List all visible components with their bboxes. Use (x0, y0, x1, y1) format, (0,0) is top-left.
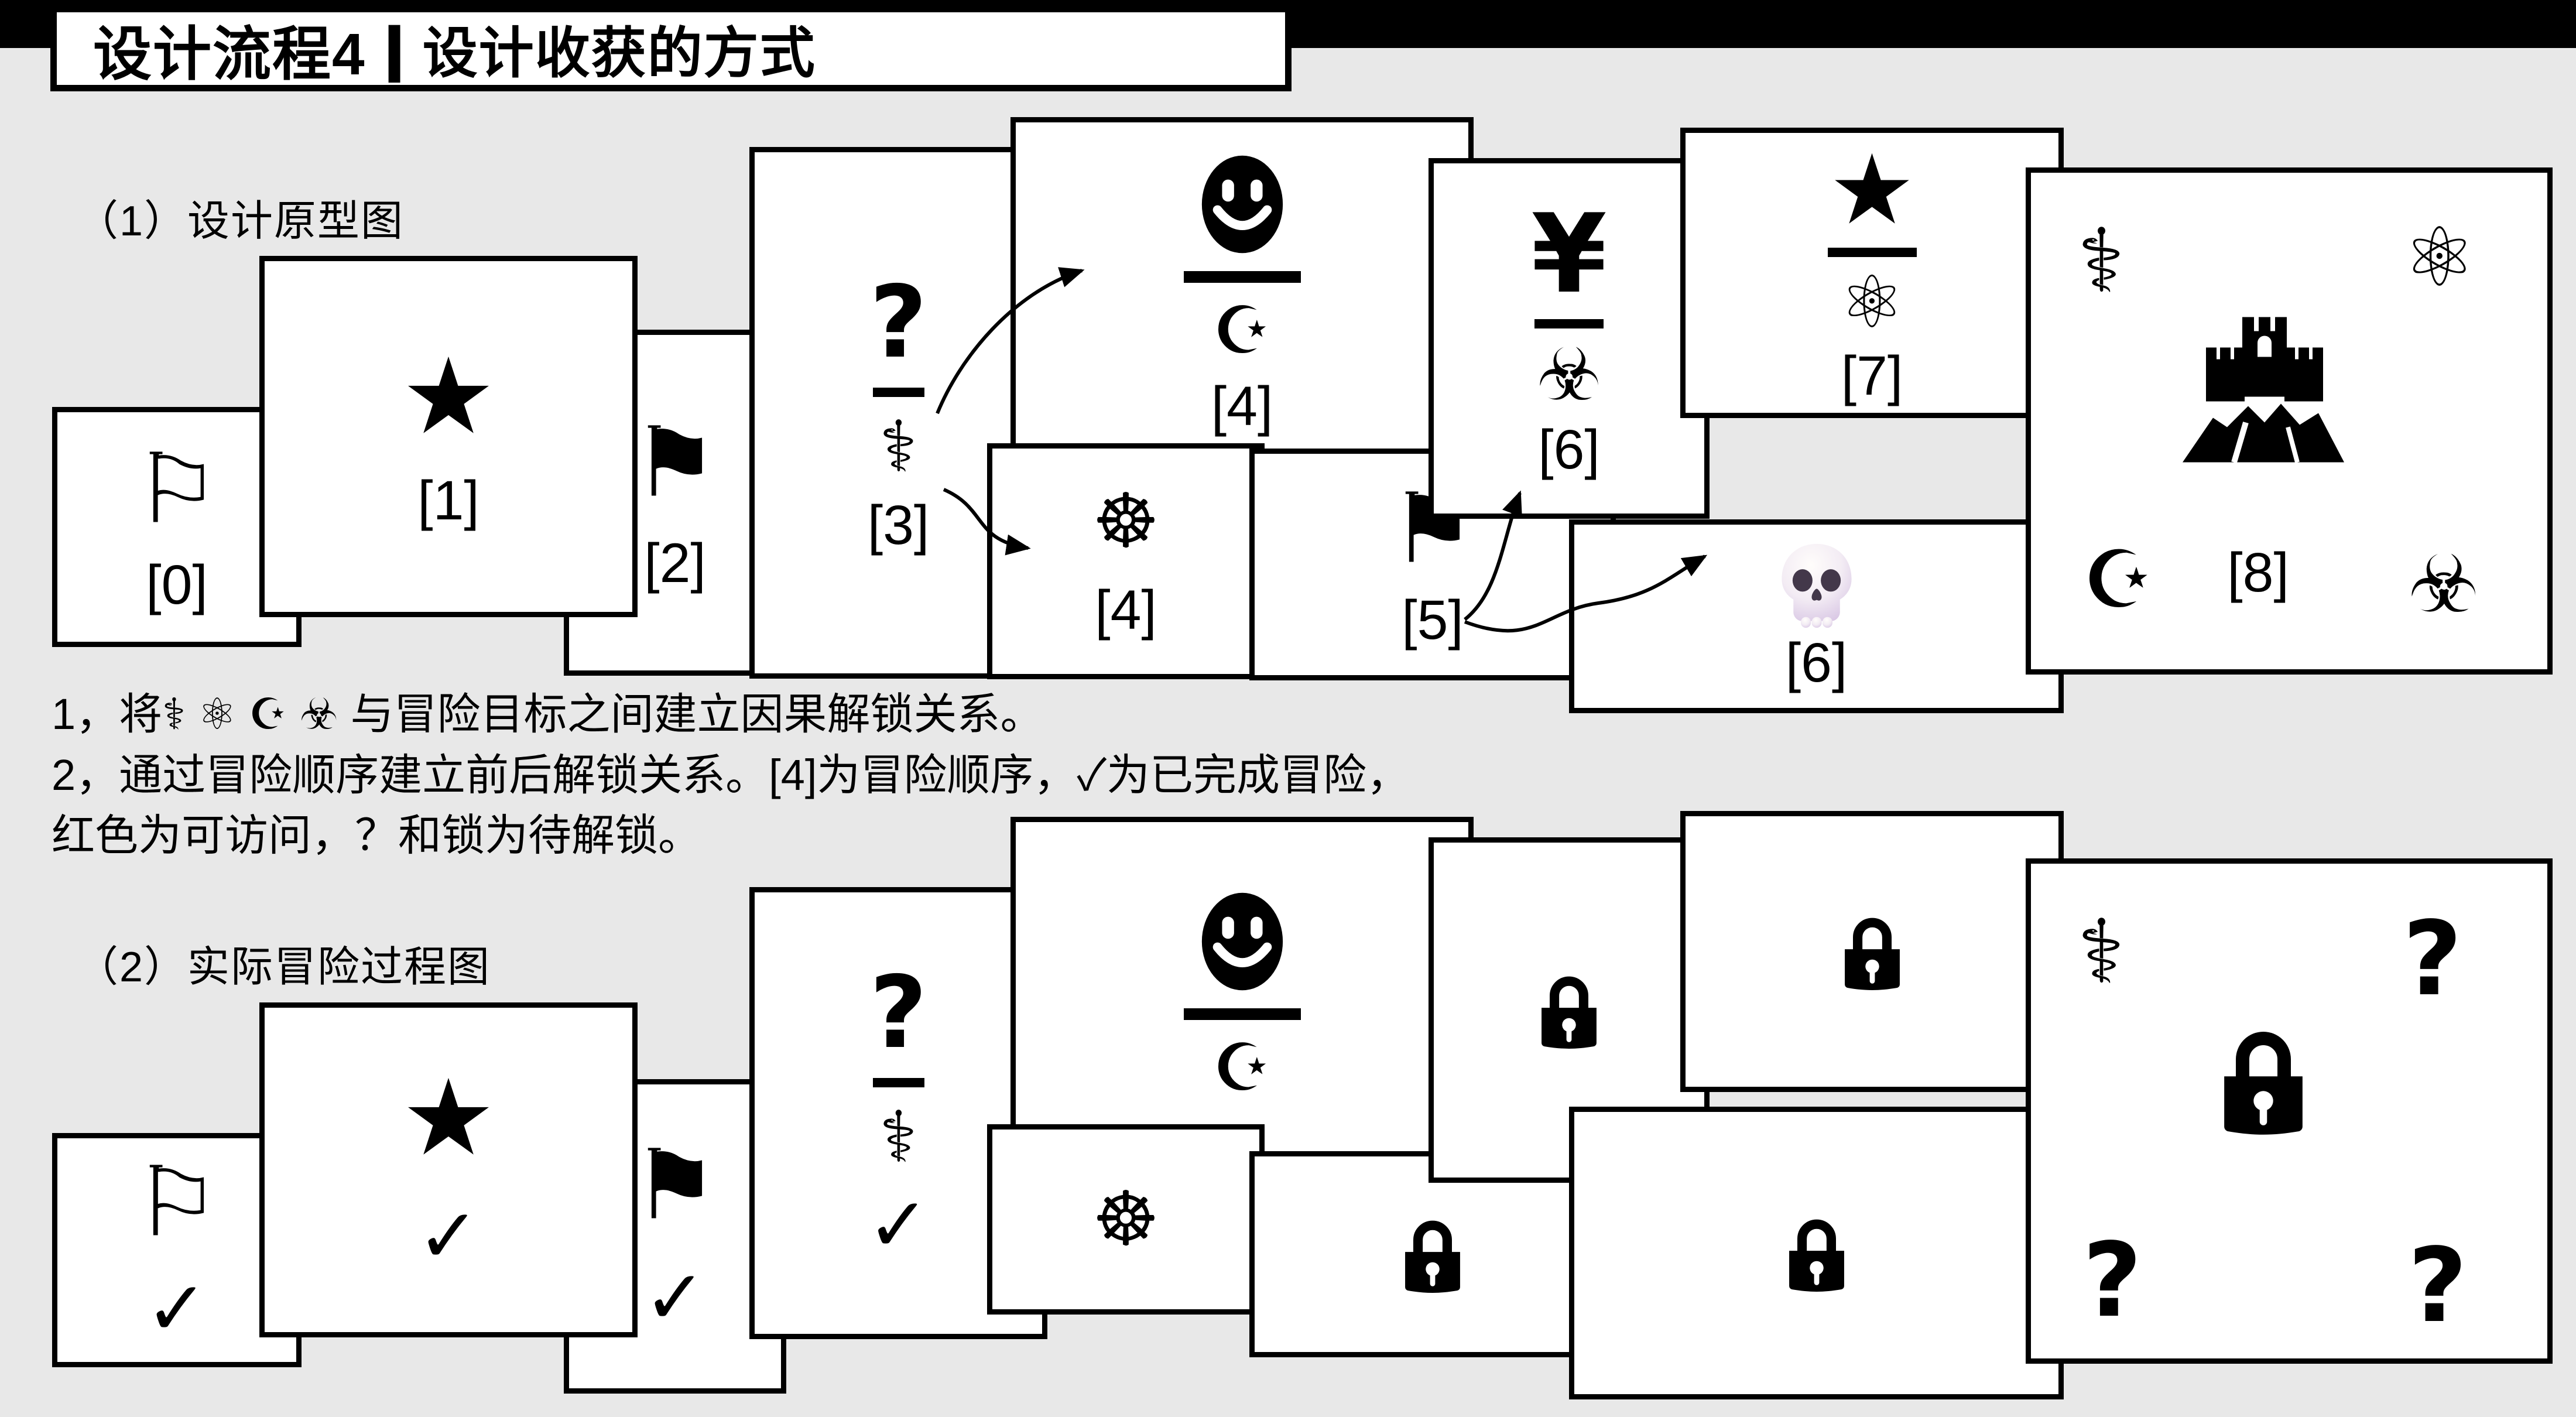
check-icon: ✓ (417, 1193, 480, 1280)
aesculapius-icon: ⚕ (879, 406, 917, 488)
process-card-7-locked (1680, 811, 2064, 1092)
star-crescent-icon: ☪ (1212, 293, 1272, 369)
prototype-card-1: ★ [1] (259, 256, 638, 617)
prototype-card-4-wheel: ☸ [4] (987, 443, 1265, 679)
check-icon: ✓ (866, 1182, 930, 1269)
divider-bar (1183, 1008, 1301, 1020)
card-order-label: [5] (1402, 589, 1464, 651)
aesculapius-icon: ⚕ (879, 1097, 917, 1178)
lock-icon (1844, 918, 1900, 990)
title-bold-text: 设计流程4 (93, 21, 366, 87)
title-separator: | (381, 14, 407, 83)
card-order-label: [6] (1785, 631, 1848, 694)
question-icon: ? (2082, 1221, 2142, 1341)
section-1-label: （1）设计原型图 (76, 198, 405, 245)
card-order-label: [6] (1538, 418, 1600, 481)
lock-icon (1542, 976, 1597, 1049)
white-flag-icon: ⚐ (133, 433, 220, 545)
white-flag-icon: ⚐ (133, 1145, 220, 1258)
dharma-wheel-icon: ☸ (1092, 1175, 1160, 1263)
process-card-8-goal-locked: ⚕ ? ? ? (2026, 858, 2553, 1364)
star-icon: ★ (1828, 134, 1916, 246)
question-icon: ? (2403, 900, 2462, 1019)
biohazard-icon: ☣ (1536, 333, 1602, 417)
card-order-label: [0] (146, 554, 208, 616)
section-2-label: （2）实际冒险过程图 (76, 944, 491, 991)
card-order-label: [4] (1211, 375, 1273, 437)
divider-bar (872, 387, 924, 397)
smiley-icon (1201, 892, 1283, 991)
divider-bar (1827, 248, 1917, 257)
prototype-card-7: ★ ⚛ [7] (1680, 128, 2064, 418)
aesculapius-icon: ⚕ (2077, 210, 2125, 313)
check-icon: ✓ (145, 1265, 208, 1353)
biohazard-icon: ☣ (2407, 539, 2479, 631)
big-lock-icon (2224, 1031, 2303, 1135)
process-card-4-wheel-accessible: ☸ (987, 1124, 1265, 1315)
card-order-label: [7] (1841, 345, 1903, 407)
page-title: 设计流程4 | 设计收获的方式 (50, 6, 1292, 91)
divider-bar (872, 1078, 924, 1087)
card-order-label: [8] (2227, 542, 2289, 604)
star-icon: ★ (401, 336, 496, 458)
prototype-card-6-yen: ¥ ☣ [6] (1429, 158, 1710, 519)
atom-icon: ⚛ (2403, 210, 2476, 306)
atom-icon: ⚛ (1839, 261, 1905, 345)
lock-icon (1405, 1220, 1460, 1293)
question-icon: ? (869, 264, 927, 381)
prototype-card-8-goal: ⚕ ⚛ ☪ ☣ [8] (2026, 167, 2553, 675)
card-order-label: [2] (644, 532, 706, 594)
note-line-2: 2，通过冒险顺序建立前后解锁关系。[4]为冒险顺序，✓为已完成冒险， (52, 750, 1410, 799)
card-order-label: [4] (1095, 579, 1157, 641)
process-card-4-smiley-accessible: ☪ (1010, 817, 1474, 1174)
lock-icon (1789, 1219, 1844, 1292)
note-line-3: 红色为可访问，？和锁为待解锁。 (52, 811, 701, 860)
question-icon: ? (2407, 1226, 2468, 1346)
card-order-label: [1] (417, 470, 479, 532)
divider-bar (1183, 271, 1301, 283)
question-icon: ? (869, 955, 927, 1071)
star-icon: ★ (401, 1057, 496, 1179)
castle-icon (2182, 317, 2344, 464)
process-card-1-completed: ★ ✓ (259, 1002, 638, 1337)
card-order-label: [3] (867, 494, 930, 556)
divider-bar (1534, 319, 1604, 328)
black-flag-icon: ⚑ (632, 1129, 718, 1241)
prototype-card-4-smiley: ☪ [4] (1010, 117, 1474, 470)
star-crescent-icon: ☪ (2082, 533, 2154, 627)
title-rest-text: 设计收获的方式 (422, 22, 816, 84)
note-line-1: 1，将⚕ ⚛ ☪ ☣ 与冒险目标之间建立因果解锁关系。 (52, 690, 1044, 738)
process-card-5-locked (1249, 1151, 1616, 1357)
smiley-icon (1201, 155, 1283, 254)
dharma-wheel-icon: ☸ (1092, 478, 1160, 565)
skull-emoji-icon (1781, 543, 1852, 628)
annotation-notes: 1，将⚕ ⚛ ☪ ☣ 与冒险目标之间建立因果解锁关系。 2，通过冒险顺序建立前后… (52, 684, 1662, 866)
star-crescent-icon: ☪ (1212, 1030, 1272, 1106)
process-card-6-skull-locked (1569, 1107, 2064, 1399)
aesculapius-icon: ⚕ (2077, 901, 2125, 1004)
check-icon: ✓ (643, 1254, 707, 1341)
yen-icon: ¥ (1531, 190, 1607, 317)
black-flag-icon: ⚑ (632, 406, 718, 519)
